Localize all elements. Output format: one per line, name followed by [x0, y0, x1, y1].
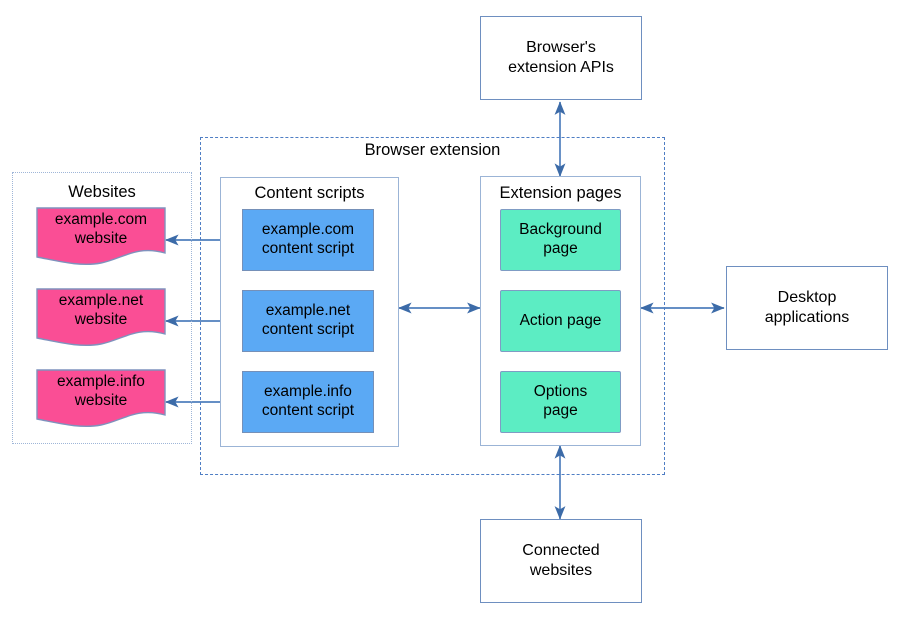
content-script-example-com[interactable]: example.com content script	[242, 209, 374, 271]
browser-extension-apis-line2: extension APIs	[508, 59, 614, 76]
content-script-example-com-line1: example.com	[261, 221, 355, 239]
extension-page-action-line1: Action page	[519, 311, 602, 329]
content-script-example-info[interactable]: example.info content script	[242, 371, 374, 433]
desktop-applications-line1: Desktop	[777, 289, 837, 307]
extension-page-options-line2: page	[543, 402, 578, 419]
content-script-example-net-line2: content script	[261, 321, 355, 338]
desktop-applications-line2: applications	[764, 309, 850, 326]
websites-title: Websites	[68, 183, 136, 201]
extension-page-options[interactable]: Options page	[500, 371, 621, 433]
website-example-net[interactable]: example.net website	[36, 288, 166, 350]
document-shape-icon	[36, 288, 166, 347]
extension-page-background-line2: page	[543, 240, 578, 257]
content-script-example-info-line1: example.info	[264, 383, 352, 401]
content-script-example-net[interactable]: example.net content script	[242, 290, 374, 352]
document-shape-icon	[36, 369, 166, 428]
browser-extension-title: Browser extension	[364, 141, 501, 159]
browser-extension-apis-box[interactable]: Browser's extension APIs	[480, 16, 642, 100]
extension-page-background-line1: Background	[519, 221, 602, 239]
desktop-applications-box[interactable]: Desktop applications	[726, 266, 888, 350]
browser-extension-container	[200, 137, 665, 475]
document-shape-icon	[36, 207, 166, 266]
content-script-example-com-line2: content script	[261, 240, 355, 257]
extension-page-action[interactable]: Action page	[500, 290, 621, 352]
connected-websites-box[interactable]: Connected websites	[480, 519, 642, 603]
extension-pages-title: Extension pages	[499, 184, 622, 202]
extension-page-background[interactable]: Background page	[500, 209, 621, 271]
content-script-example-info-line2: content script	[261, 402, 355, 419]
browser-extension-apis-line1: Browser's	[526, 39, 596, 57]
websites-container	[12, 172, 192, 444]
extension-page-options-line1: Options	[533, 383, 588, 401]
connected-websites-line2: websites	[529, 562, 593, 579]
connected-websites-line1: Connected	[522, 542, 600, 560]
content-scripts-title: Content scripts	[254, 184, 365, 202]
website-example-com[interactable]: example.com website	[36, 207, 166, 269]
content-script-example-net-line1: example.net	[265, 302, 351, 320]
website-example-info[interactable]: example.info website	[36, 369, 166, 431]
